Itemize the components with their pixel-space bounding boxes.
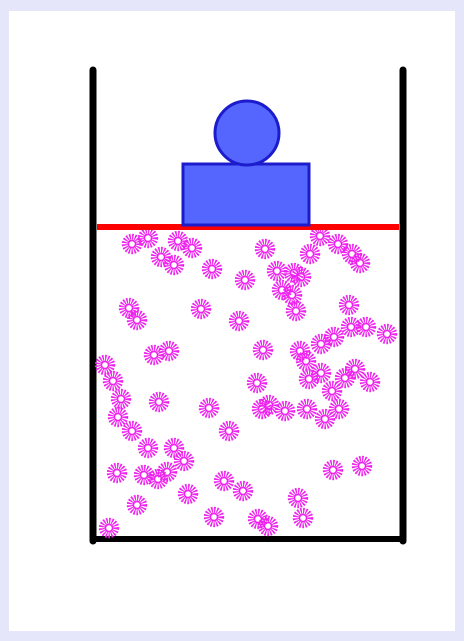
gas-particle [355,459,369,473]
gas-particle [338,371,352,385]
gas-particle [222,424,236,438]
gas-particle [314,337,328,351]
gas-particle [122,301,136,315]
gas-particle [300,402,314,416]
gas-particle [325,384,339,398]
gas-particle [256,343,270,357]
gas-particle [318,412,332,426]
gas-particle [326,463,340,477]
gas-particle [194,302,208,316]
gas-particle [270,264,284,278]
gas-particle [177,454,191,468]
gas-particle [344,320,358,334]
gas-particle [348,362,362,376]
gas-particle [313,229,327,243]
gas-particle [162,344,176,358]
weight-ball [215,101,279,165]
gas-particle [207,510,221,524]
gas-particle [327,330,341,344]
gas-particle [185,241,199,255]
gas-particle [302,372,316,386]
gas-particle [258,242,272,256]
diagram-panel [9,11,455,631]
gas-particle [167,258,181,272]
gas-particle [98,358,112,372]
gas-particle [114,392,128,406]
gas-particle [147,348,161,362]
gas-particle [130,498,144,512]
gas-particle [102,521,116,535]
gas-particle [303,247,317,261]
gas-particle [125,237,139,251]
gas-particle [111,410,125,424]
gas-particle [238,273,252,287]
gas-particles [98,229,394,535]
gas-particle [342,298,356,312]
gas-particle [275,283,289,297]
gas-particle [181,487,195,501]
gas-particle [380,327,394,341]
gas-particle [289,304,303,318]
gas-particle [141,441,155,455]
gas-particle [232,314,246,328]
gas-particle [296,511,310,525]
gas-particle [363,375,377,389]
gas-particle [125,424,139,438]
gas-particle [332,402,346,416]
gas-particle [141,231,155,245]
gas-particle [236,484,250,498]
gas-particle [291,491,305,505]
gas-particle [202,401,216,415]
gas-particle [217,474,231,488]
gas-particle [152,395,166,409]
gas-particle [331,237,345,251]
gas-particle [110,466,124,480]
gas-particle [106,374,120,388]
gas-particle [278,404,292,418]
gas-particle [250,376,264,390]
gas-particle [205,262,219,276]
weight-block [183,164,309,225]
gas-particle [154,250,168,264]
gas-piston-diagram [9,11,455,631]
